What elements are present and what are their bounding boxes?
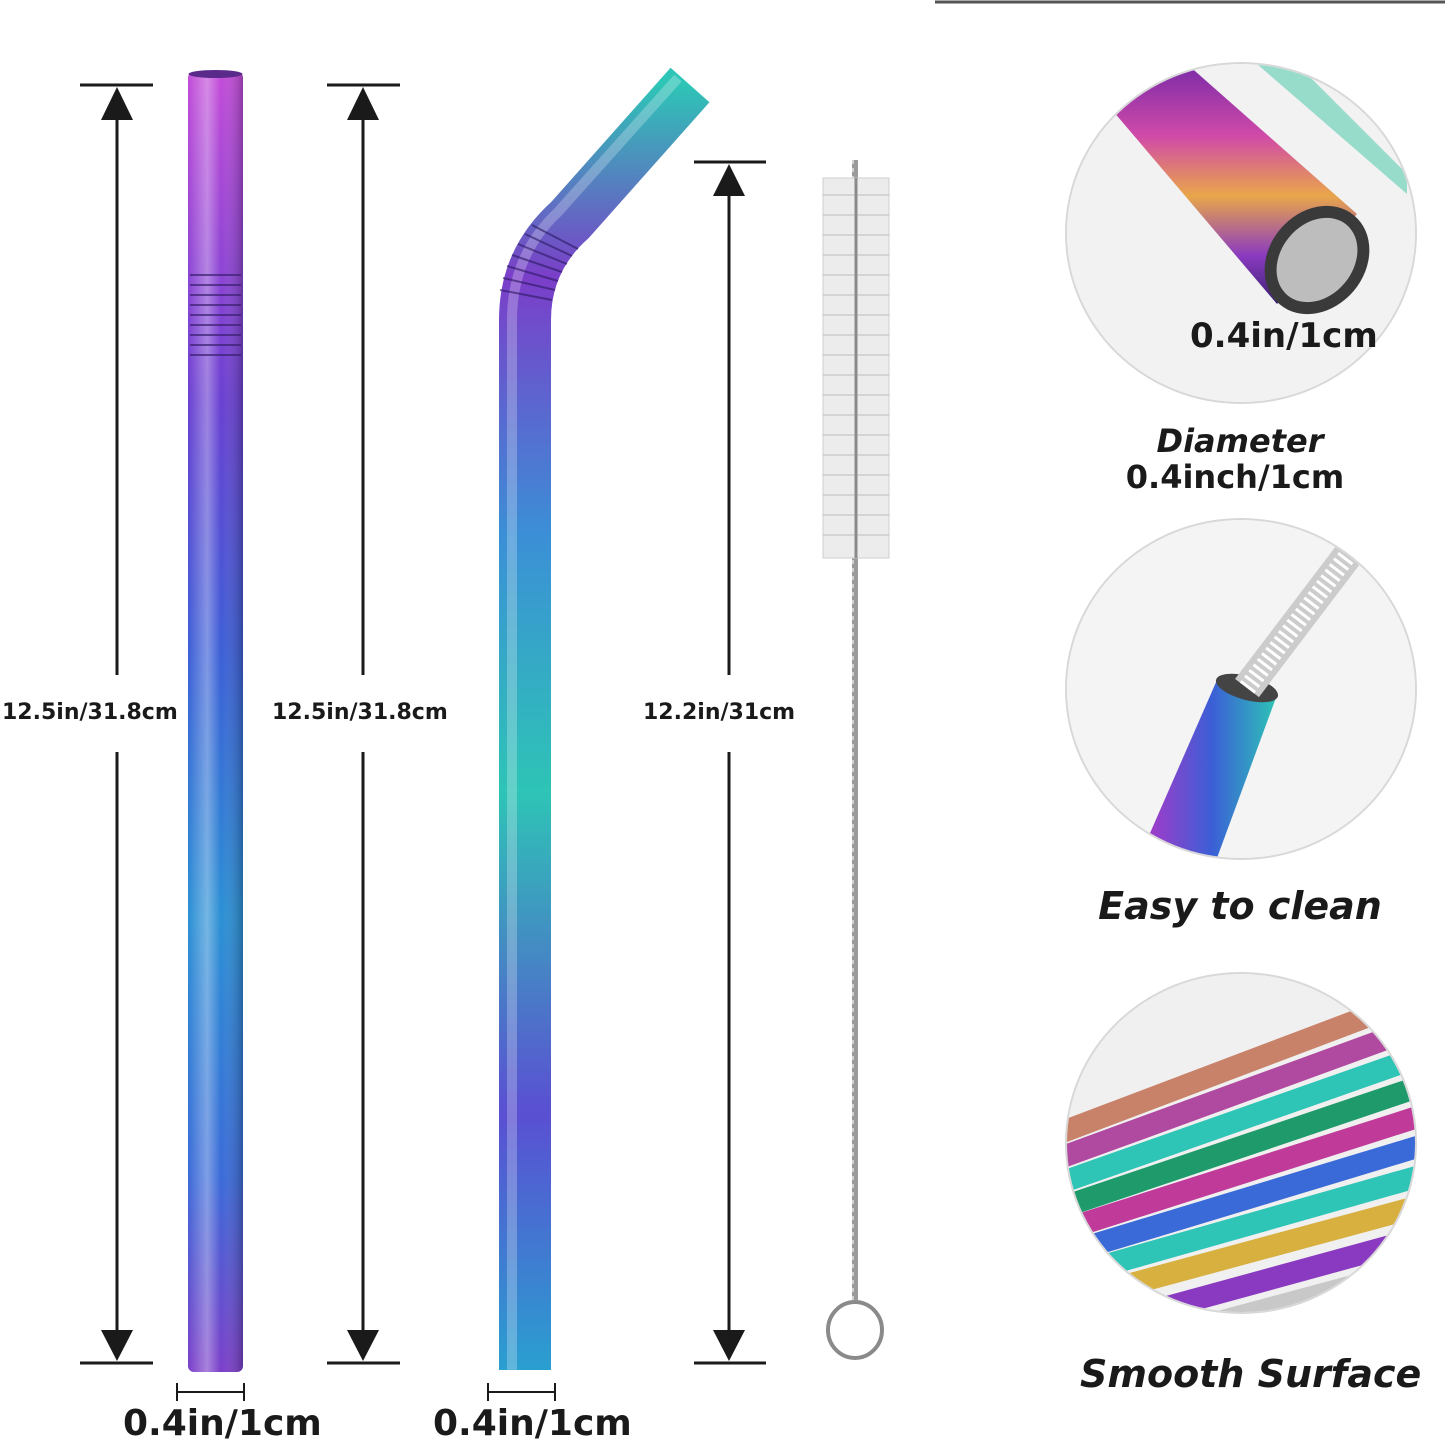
straw-end-closeup-image: [1067, 64, 1415, 402]
diameter-callout: 0.4in/1cm: [1190, 316, 1378, 356]
clean-caption: Easy to clean: [1098, 884, 1382, 928]
smooth-caption: Smooth Surface: [1080, 1352, 1422, 1396]
cleaning-brush: [822, 160, 890, 1360]
dimension-arrow-straw1: [80, 83, 153, 1365]
width-marker-straw2: [487, 1383, 556, 1401]
diameter-title: Diameter: [1156, 422, 1324, 460]
dimension-arrow-brush: [694, 160, 766, 1365]
brush-length-label: 12.2in/31cm: [643, 700, 796, 725]
straw1-width-label: 0.4in/1cm: [123, 1403, 322, 1444]
straight-straw: [188, 70, 243, 1372]
straw2-width-label: 0.4in/1cm: [433, 1403, 632, 1444]
smooth-closeup-circle: [1065, 972, 1417, 1314]
diameter-closeup-circle: [1065, 62, 1417, 404]
width-marker-straw1: [176, 1383, 245, 1401]
straw1-length-label: 12.5in/31.8cm: [2, 700, 178, 725]
colorful-straws-image: [1067, 974, 1415, 1312]
brush-in-straw-image: [1067, 520, 1415, 858]
straw2-length-label: 12.5in/31.8cm: [272, 700, 448, 725]
clean-closeup-circle: [1065, 518, 1417, 860]
dimension-arrow-straw2: [327, 83, 400, 1365]
bent-straw: [499, 67, 710, 1370]
diameter-value: 0.4inch/1cm: [1125, 458, 1345, 496]
